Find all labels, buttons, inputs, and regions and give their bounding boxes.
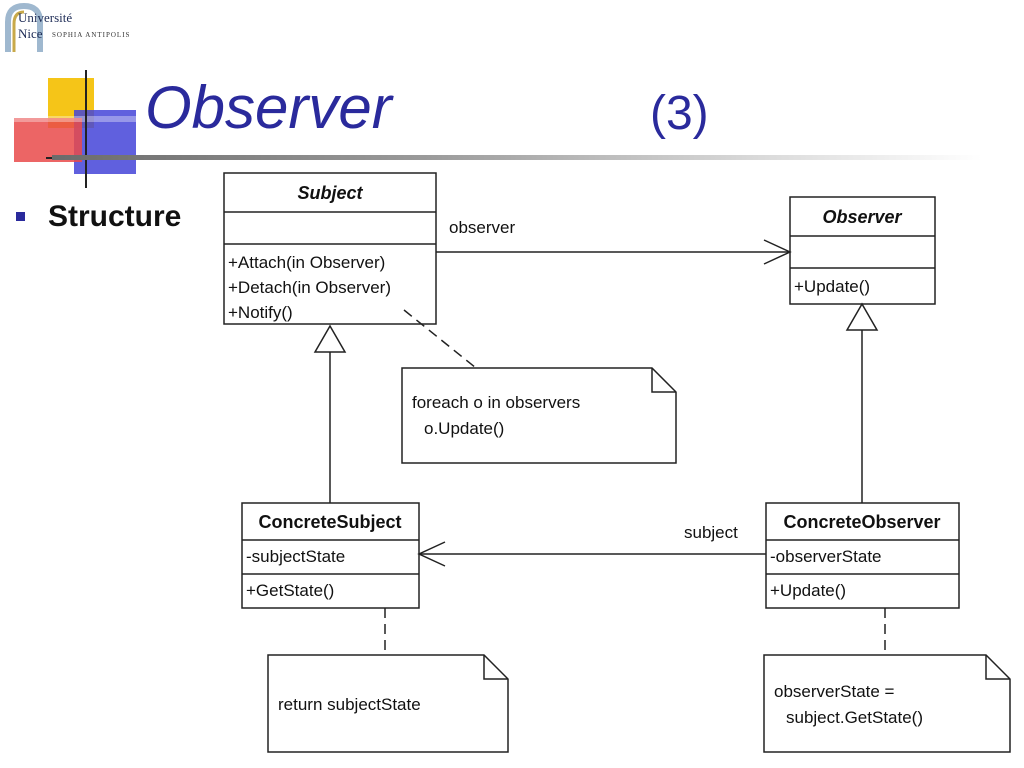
association-observer-label: observer	[449, 218, 515, 237]
note-update-line: observerState =	[774, 682, 895, 701]
association-subject-label: subject	[684, 523, 738, 542]
title-decoration	[10, 70, 150, 188]
association-subject: subject	[417, 523, 766, 567]
class-concrete-observer: ConcreteObserver -observerState +Update(…	[765, 502, 960, 609]
concrete-observer-op: +Update()	[770, 581, 846, 600]
logo-line-2: Nice	[18, 26, 43, 41]
concrete-subject-op: +GetState()	[246, 581, 334, 600]
note-getstate-line: return subjectState	[278, 695, 421, 714]
generalization-observer	[845, 302, 879, 503]
concrete-subject-name: ConcreteSubject	[258, 512, 401, 532]
logo-line-3: SOPHIA ANTIPOLIS	[52, 31, 131, 39]
title-underline	[52, 155, 982, 160]
class-concrete-subject: ConcreteSubject -subjectState +GetState(…	[241, 502, 420, 609]
logo-line-1: Université	[18, 10, 73, 25]
logo-mark-icon	[5, 2, 43, 52]
class-subject: Subject +Attach(in Observer) +Detach(in …	[223, 172, 437, 325]
generalization-subject	[313, 324, 347, 503]
observer-op: +Update()	[794, 277, 870, 296]
slide-title-number: (3)	[650, 87, 709, 140]
slide-title: Observer	[145, 74, 392, 141]
note-notify-line: o.Update()	[424, 419, 504, 438]
university-logo: Université Nice SOPHIA ANTIPOLIS	[4, 2, 164, 54]
subject-op: +Attach(in Observer)	[228, 253, 385, 272]
concrete-observer-attr: -observerState	[770, 547, 882, 566]
note-notify: foreach o in observers o.Update()	[401, 309, 677, 464]
bullet-square-icon	[16, 212, 25, 221]
note-update-line: subject.GetState()	[786, 708, 923, 727]
note-notify-line: foreach o in observers	[412, 393, 580, 412]
concrete-subject-attr: -subjectState	[246, 547, 345, 566]
concrete-observer-name: ConcreteObserver	[783, 512, 940, 532]
class-observer: Observer +Update()	[789, 196, 936, 305]
subject-op: +Notify()	[228, 303, 293, 322]
subject-name: Subject	[297, 183, 363, 203]
bullet-text: Structure	[48, 200, 182, 233]
note-getstate: return subjectState	[267, 608, 509, 753]
subject-op: +Detach(in Observer)	[228, 278, 391, 297]
observer-name: Observer	[822, 207, 902, 227]
note-update: observerState = subject.GetState()	[763, 608, 1011, 753]
association-observer: observer	[436, 218, 792, 265]
